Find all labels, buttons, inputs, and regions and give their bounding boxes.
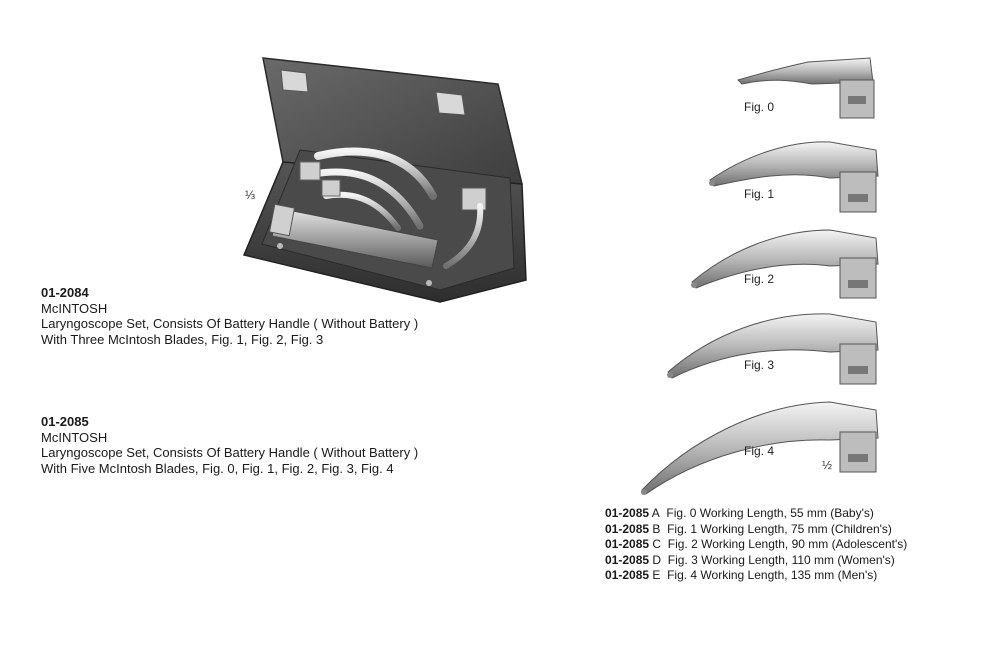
product-code: 01-2085 bbox=[41, 414, 89, 429]
blade-scale-label: ½ bbox=[822, 458, 833, 472]
figure-label: Fig. 3 bbox=[744, 358, 775, 372]
product-description: Laryngoscope Set, Consists Of Battery Ha… bbox=[41, 445, 419, 460]
product-block-2084: 01-2084 McINTOSH Laryngoscope Set, Consi… bbox=[41, 285, 418, 347]
figure-label: Fig. 1 bbox=[744, 187, 775, 201]
product-description: With Three McIntosh Blades, Fig. 1, Fig.… bbox=[41, 331, 324, 347]
case-scale-label: ⅓ bbox=[245, 188, 256, 202]
variant-suffix: E bbox=[652, 568, 661, 583]
variant-code: 01-2085 bbox=[605, 537, 650, 552]
product-code: 01-2084 bbox=[41, 285, 89, 300]
figure-label: Fig. 4 bbox=[744, 444, 775, 458]
variant-code: 01-2085 bbox=[605, 552, 650, 567]
figure-label: Fig. 2 bbox=[744, 272, 775, 286]
variant-suffix: A bbox=[651, 506, 660, 520]
variant-text: Fig. 1 Working Length, 75 mm (Children's… bbox=[667, 521, 892, 536]
variant-text: Fig. 2 Working Length, 90 mm (Adolescent… bbox=[667, 537, 908, 552]
variant-text: Fig. 4 Working Length, 135 mm (Men's) bbox=[667, 568, 878, 583]
variant-row: 01-2085 D Fig. 3 Working Length, 110 mm … bbox=[605, 553, 907, 569]
product-name: McINTOSH bbox=[41, 429, 108, 445]
variant-list: 01-2085 A Fig. 0 Working Length, 55 mm (… bbox=[605, 506, 907, 584]
variant-code: 01-2085 bbox=[605, 521, 650, 536]
product-description: Laryngoscope Set, Consists Of Battery Ha… bbox=[41, 316, 419, 331]
variant-suffix: C bbox=[652, 537, 662, 552]
variant-row: 01-2085 B Fig. 1 Working Length, 75 mm (… bbox=[605, 522, 907, 538]
product-name: McINTOSH bbox=[41, 300, 108, 316]
variant-row: 01-2085 E Fig. 4 Working Length, 135 mm … bbox=[605, 568, 907, 584]
variant-row: 01-2085 A Fig. 0 Working Length, 55 mm (… bbox=[605, 506, 907, 522]
variant-suffix: D bbox=[652, 552, 662, 567]
variant-text: Fig. 0 Working Length, 55 mm (Baby's) bbox=[666, 506, 874, 520]
variant-code: 01-2085 bbox=[605, 506, 650, 520]
product-description: With Five McIntosh Blades, Fig. 0, Fig. … bbox=[41, 460, 394, 476]
variant-suffix: B bbox=[652, 521, 661, 536]
figure-label: Fig. 0 bbox=[744, 100, 775, 114]
product-block-2085: 01-2085 McINTOSH Laryngoscope Set, Consi… bbox=[41, 414, 418, 476]
variant-row: 01-2085 C Fig. 2 Working Length, 90 mm (… bbox=[605, 537, 907, 553]
variant-code: 01-2085 bbox=[605, 568, 650, 583]
variant-text: Fig. 3 Working Length, 110 mm (Women's) bbox=[667, 552, 895, 567]
